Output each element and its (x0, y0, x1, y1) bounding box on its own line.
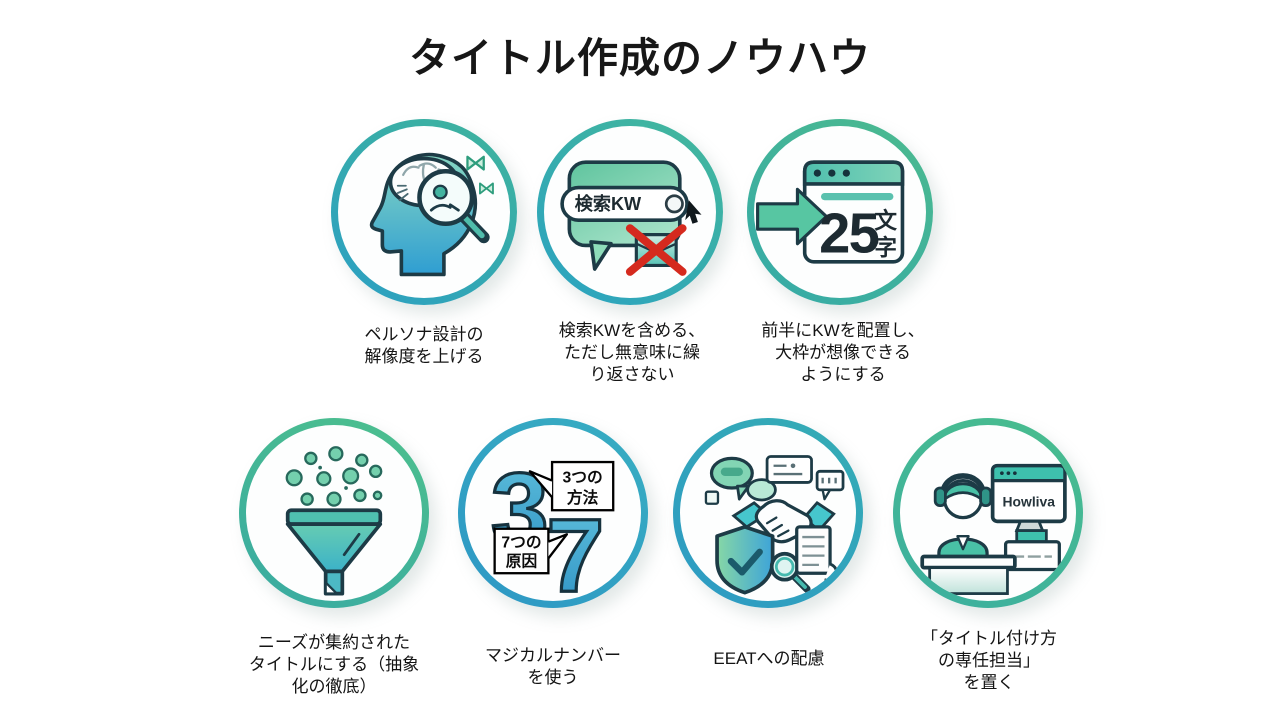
item-circle-funnel (239, 418, 429, 608)
item-circle-persona (331, 119, 517, 305)
svg-text:3つの: 3つの (563, 469, 603, 486)
callout-3-methods: 3つの 方法 (528, 460, 615, 512)
shield-check-icon (715, 525, 775, 595)
item-circle-bg: Howliva (900, 425, 1076, 601)
item-circle-search-kw: 検索KW (537, 119, 723, 305)
search-keyword-bubble-icon: 検索KW (560, 160, 702, 276)
browser-char-count-icon: 25 文 字 (756, 160, 905, 265)
eeat-trust-icon (704, 455, 845, 595)
item-circle-staff: Howliva (893, 418, 1083, 608)
sparkle-icon (479, 182, 494, 195)
item-caption-search-kw: 検索KWを含める、 ただし無意味に繰 り返さない (558, 321, 706, 384)
char-unit-line2: 字 (874, 234, 897, 260)
sparkle-icon (466, 155, 485, 171)
callout-7-causes: 7つの 原因 (493, 527, 569, 575)
item-circle-char-count: 25 文 字 (747, 119, 933, 305)
item-caption-eeat: EEATへの配慮 (713, 649, 825, 668)
support-person (933, 473, 993, 561)
svg-text:7つの: 7つの (501, 534, 541, 551)
item-caption-funnel: ニーズが集約された タイトルにする（抽象 化の徹底） (248, 633, 420, 696)
monitor-icon: Howliva (990, 463, 1067, 532)
item-circle-bg: 25 文 字 (754, 126, 926, 298)
red-cross-icon (625, 224, 687, 276)
document-scroll-icon (795, 525, 838, 582)
speech-bubble-icon (815, 469, 845, 501)
printer-box-icon (1003, 529, 1061, 572)
item-circle-bg (246, 425, 422, 601)
item-circle-bg (338, 126, 510, 298)
arrow-right-icon (756, 187, 829, 246)
item-caption-char-count: 前半にKWを配置し、 大枠が想像できる ようにする (761, 321, 925, 384)
item-caption-persona: ペルソナ設計の 解像度を上げる (364, 325, 484, 366)
item-circle-bg: 検索KW (544, 126, 716, 298)
char-count-number: 25 (819, 202, 878, 265)
magic-number-3-7-icon: 3 7 3つの 方法 7つの 原因 (489, 450, 615, 601)
persona-brain-magnifier-icon (369, 152, 494, 277)
svg-text:原因: 原因 (506, 553, 537, 571)
monitor-text: Howliva (1003, 494, 1056, 510)
chat-bubble-icon (746, 478, 777, 502)
item-circle-magic-number: 3 7 3つの 方法 7つの 原因 (458, 418, 648, 608)
item-circle-bg (680, 425, 856, 601)
search-bar-text: 検索KW (575, 193, 642, 214)
item-circle-eeat (673, 418, 863, 608)
item-circle-bg: 3 7 3つの 方法 7つの 原因 (465, 425, 641, 601)
item-caption-staff: 「タイトル付け方 の専任担当」 を置く (921, 629, 1057, 692)
page-title: タイトル作成のノウハウ (409, 35, 871, 81)
desk-icon (920, 554, 1017, 595)
card-icon (765, 455, 813, 484)
cursor-icon (685, 200, 702, 224)
item-caption-magic-number: マジカルナンバー を使う (485, 646, 621, 687)
char-unit-line1: 文 (874, 207, 897, 233)
svg-text:方法: 方法 (567, 488, 599, 507)
dedicated-staff-icon: Howliva (920, 463, 1067, 595)
needs-funnel-icon (285, 446, 383, 596)
particles (285, 446, 383, 507)
